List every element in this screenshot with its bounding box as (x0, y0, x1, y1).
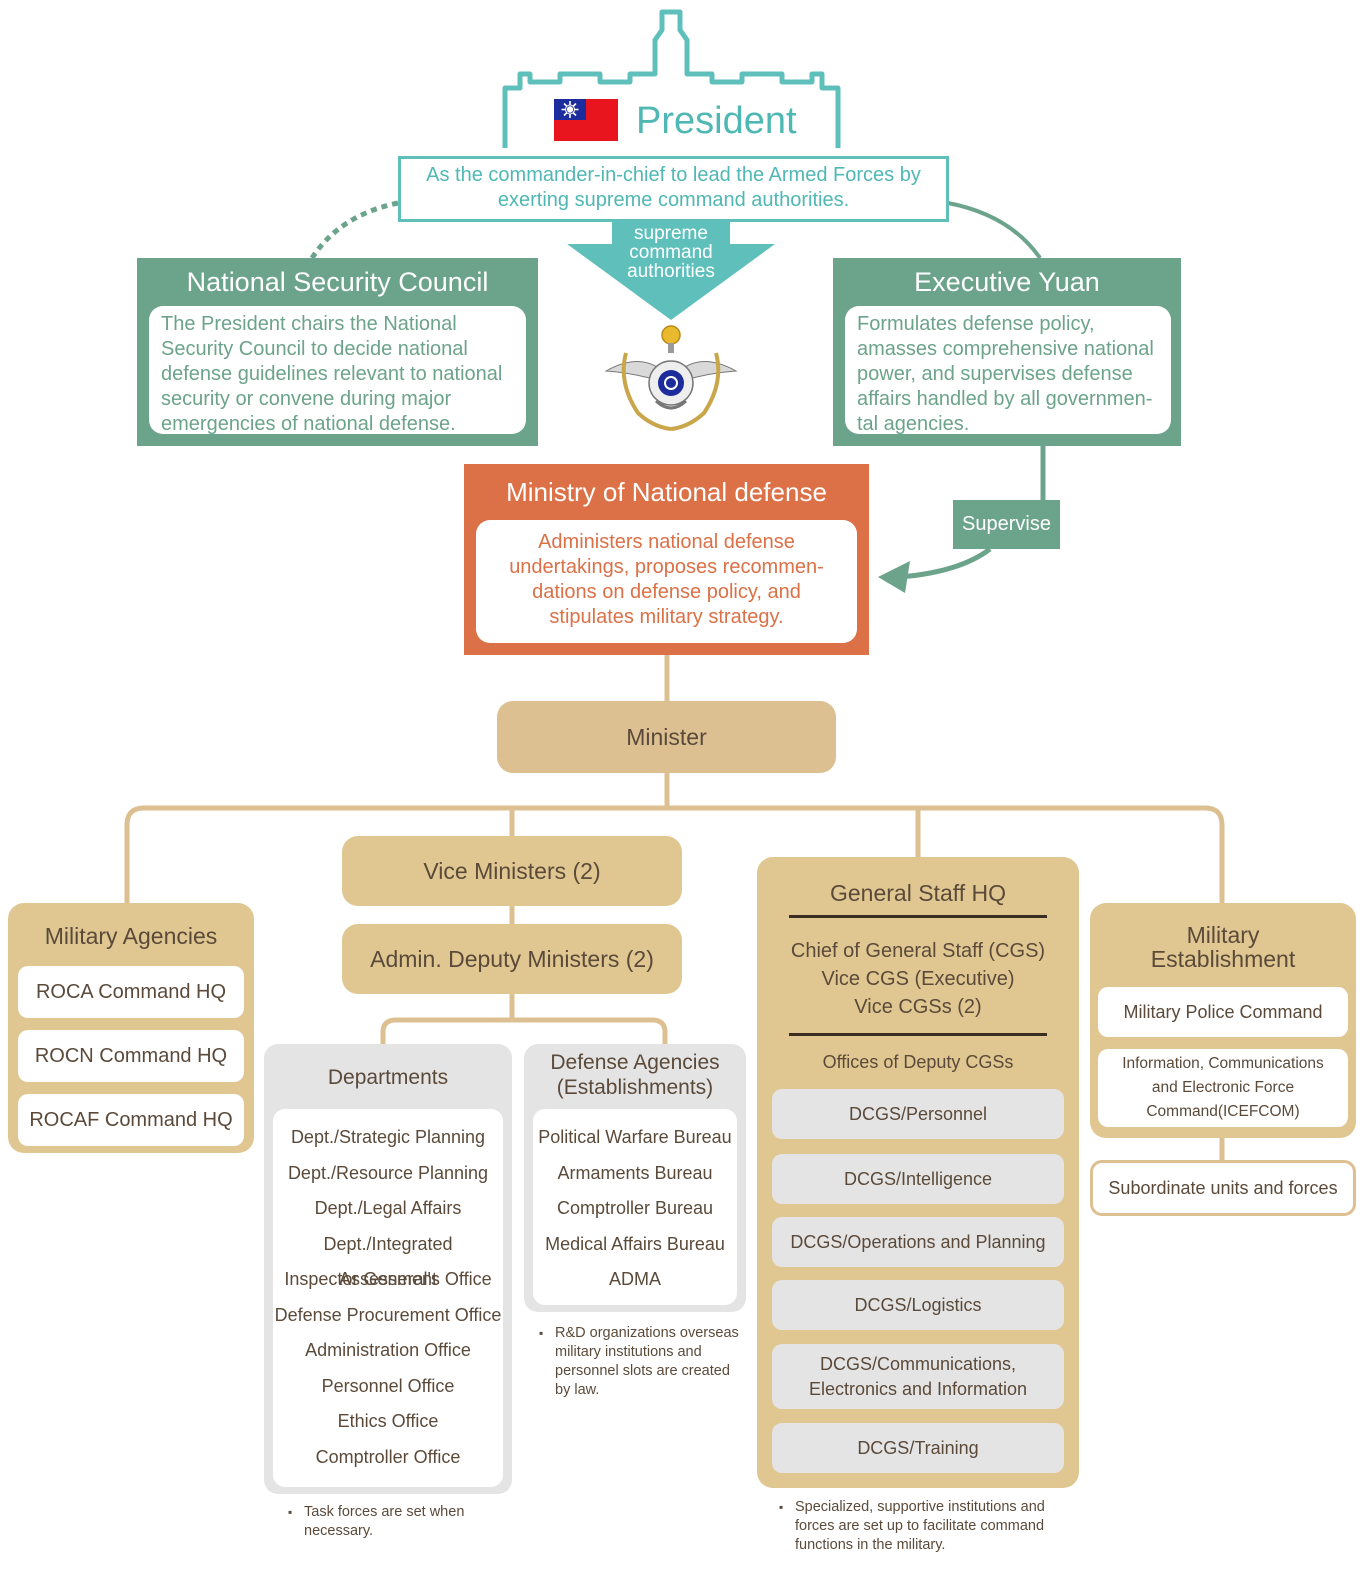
rocn-command-item: ROCN Command HQ (18, 1030, 244, 1082)
defense-agencies-list: Political Warfare Bureau Armaments Burea… (533, 1109, 737, 1305)
nsc-title: National Security Council (186, 267, 489, 297)
agency-item: Political Warfare Bureau (538, 1127, 732, 1147)
president-title: President (636, 100, 797, 142)
executive-yuan-panel: Executive Yuan Formulates defense policy… (833, 258, 1181, 446)
vice-ministers-box: Vice Ministers (2) (342, 836, 682, 906)
general-staff-note: ▪ Specialized, supportive institutions a… (779, 1498, 1070, 1555)
nsc-description: The President chairs the National Securi… (149, 306, 526, 435)
defense-agencies-title: Defense Agencies (Establishments) (550, 1051, 720, 1099)
arrow-label-line-1: supreme (634, 223, 708, 244)
general-staff-leaders: Chief of General Staff (CGS) Vice CGS (E… (757, 937, 1079, 1021)
dcgs-item: DCGS/Intelligence (772, 1154, 1064, 1204)
department-item: Dept./Strategic Planning (290, 1127, 486, 1147)
general-staff-note-text: Specialized, supportive institutions and… (795, 1499, 1045, 1553)
rocaf-command-item: ROCAF Command HQ (18, 1094, 244, 1146)
military-police-command-item: Military Police Command (1098, 987, 1348, 1037)
dcgs-item: DCGS/Operations and Planning (772, 1217, 1064, 1267)
general-staff-panel: General Staff HQ Chief of General Staff … (757, 857, 1079, 1488)
departments-note: ▪ Task forces are set when necessary. (288, 1503, 504, 1541)
agency-item: Medical Affairs Bureau (545, 1233, 725, 1254)
department-item: Dept./Integrated Assessment (323, 1233, 453, 1290)
department-item: Administration Office (305, 1340, 471, 1360)
agency-item: ADMA (608, 1269, 661, 1289)
leader-cgs: Chief of General Staff (CGS) (790, 940, 1046, 962)
executive-yuan-title: Executive Yuan (914, 267, 1100, 297)
offices-label: Offices of Deputy CGSs (822, 1052, 1014, 1072)
departments-panel: Departments Dept./Strategic Planning Dep… (264, 1044, 512, 1494)
leader-vice-cgss: Vice CGSs (2) (854, 996, 982, 1018)
military-establishment-title: Military Establishment (1150, 922, 1296, 972)
department-item: Comptroller Office (315, 1446, 461, 1467)
agency-item: Comptroller Bureau (556, 1198, 714, 1218)
dcgs-item: DCGS/Training (772, 1423, 1064, 1473)
president-description-text: As the commander-in-chief to lead the Ar… (426, 164, 921, 211)
dcgs-item: DCGS/Communications, Electronics and Inf… (772, 1344, 1064, 1409)
agency-item: Armaments Bureau (557, 1162, 713, 1183)
mnd-title: Ministry of National defense (506, 477, 827, 507)
nsc-panel: National Security Council The President … (137, 258, 538, 446)
mnd-emblem-icon (604, 325, 738, 431)
department-item: Personnel Office (321, 1375, 455, 1396)
executive-yuan-description: Formulates defense policy, amasses compr… (845, 306, 1171, 435)
departments-note-text: Task forces are set when necessary. (304, 1504, 465, 1539)
president-description: As the commander-in-chief to lead the Ar… (398, 156, 949, 222)
departments-title: Departments (327, 1066, 449, 1089)
admin-deputy-ministers-box: Admin. Deputy Ministers (2) (342, 924, 682, 994)
department-item: Defense Procurement Office (274, 1304, 502, 1325)
departments-list: Dept./Strategic Planning Dept./Resource … (273, 1109, 503, 1487)
arrow-label-line-2: command (629, 242, 713, 263)
minister-box: Minister (497, 701, 836, 773)
military-establishment-panel: Military Establishment Military Police C… (1090, 903, 1356, 1138)
mnd-panel: Ministry of National defense Administers… (464, 464, 869, 655)
department-item: Dept./Legal Affairs (314, 1198, 462, 1218)
bullet-icon: ▪ (539, 1326, 544, 1340)
leader-vice-cgs-exec: Vice CGS (Executive) (821, 968, 1015, 990)
presidential-building-outline-icon (502, 9, 841, 148)
roc-flag-icon (554, 99, 618, 141)
divider (789, 915, 1047, 918)
department-item: Dept./Resource Planning (287, 1162, 489, 1183)
dcgs-item: DCGS/Personnel (772, 1089, 1064, 1139)
bullet-icon: ▪ (288, 1505, 293, 1519)
defense-agencies-note: ▪ R&D organizations overseas military in… (539, 1324, 740, 1400)
dcgs-item: DCGS/Logistics (772, 1280, 1064, 1330)
department-item: Ethics Office (337, 1411, 439, 1431)
supreme-command-label: supreme command authorities (612, 224, 730, 281)
subordinate-units-box: Subordinate units and forces (1090, 1160, 1356, 1216)
divider (789, 1033, 1047, 1036)
bullet-icon: ▪ (779, 1500, 784, 1514)
arrow-label-line-3: authorities (627, 261, 715, 282)
command-arrow-icon (567, 222, 775, 320)
military-agencies-panel: Military Agencies ROCA Command HQ ROCN C… (8, 903, 254, 1153)
defense-agencies-panel: Defense Agencies (Establishments) Politi… (524, 1044, 746, 1312)
icefcom-item: Information, Communications and Electron… (1098, 1049, 1348, 1127)
military-agencies-title: Military Agencies (44, 923, 218, 949)
roca-command-item: ROCA Command HQ (18, 966, 244, 1018)
mnd-description: Administers national defense undertaking… (476, 520, 857, 643)
supervise-label: Supervise (953, 500, 1060, 549)
department-item: Inspector General's Office (284, 1269, 492, 1289)
general-staff-title: General Staff HQ (830, 880, 1006, 906)
defense-agencies-note-text: R&D organizations overseas military inst… (555, 1325, 739, 1398)
